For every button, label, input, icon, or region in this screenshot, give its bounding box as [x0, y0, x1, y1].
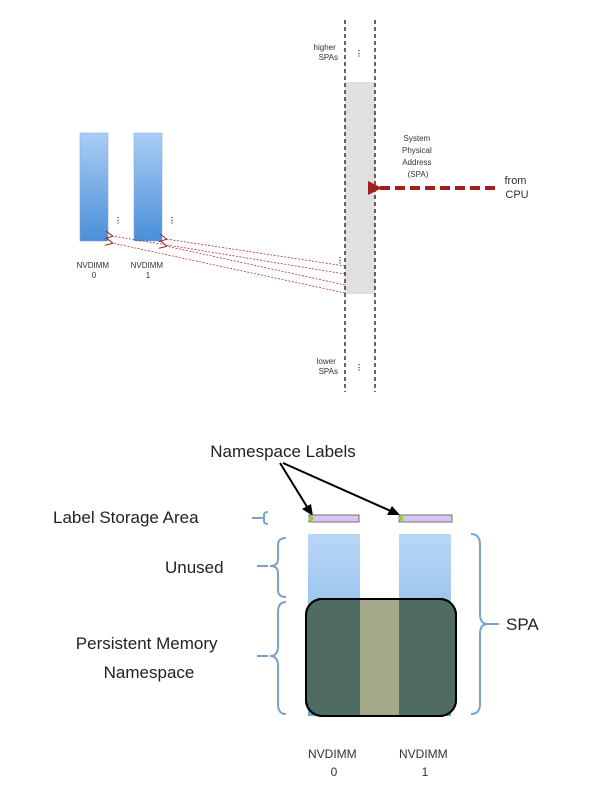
lower-spas-label: lower SPAs: [317, 357, 338, 376]
mapping-arrow: [112, 236, 346, 275]
higher-spas-ellipsis: ⋮: [355, 49, 363, 58]
from-cpu-label: from CPU: [504, 175, 529, 201]
persistent-memory-namespace-label: Persistent Memory Namespace: [76, 634, 222, 682]
spa-description: System Physical Address (SPA): [402, 134, 434, 179]
namespace-label-arrow-right: [282, 462, 394, 513]
label-dot: [308, 516, 314, 521]
namespace-label-0: [308, 514, 360, 523]
arrowhead: [387, 506, 400, 515]
namespace-gap: [360, 600, 399, 715]
nvdimm-1-ellipsis: ⋮: [168, 216, 176, 225]
nvdimm-1-bottom-label: NVDIMM 1: [399, 747, 451, 779]
top-diagram: higher SPAs ⋮ ⋮ lower SPAs ⋮ System Phys…: [77, 20, 529, 392]
namespace-outline: [305, 598, 457, 717]
nvdimm-0-ellipsis: ⋮: [114, 216, 122, 225]
bottom-diagram: Namespace Labels Label Storage Area Unus…: [53, 442, 539, 779]
nvdimm-0-bottom-label: NVDIMM 0: [308, 747, 360, 779]
nvdimm-0-top-label: NVDIMM 0: [77, 261, 112, 280]
spa-label: SPA: [506, 615, 539, 634]
spa-bracket: [470, 533, 499, 715]
mapping-arrow: [112, 243, 346, 294]
namespace-bracket: [257, 601, 287, 715]
lower-spas-ellipsis: ⋮: [355, 363, 363, 372]
mapping-arrow: [166, 246, 346, 286]
label-dot: [398, 516, 404, 521]
namespace-label-1: [398, 514, 453, 523]
higher-spas-label: higher SPAs: [314, 43, 338, 62]
spa-range: [345, 82, 375, 294]
label-storage-bracket: [252, 511, 269, 525]
unused-bracket: [257, 537, 287, 598]
label-storage-area-label: Label Storage Area: [53, 508, 199, 527]
unused-label: Unused: [165, 558, 224, 577]
namespace-label-arrow-left: [279, 462, 310, 511]
mapping-arrow: [166, 239, 346, 267]
nvdimm-1-top-label: NVDIMM 1: [131, 261, 166, 280]
nvdimm-1-top: [133, 132, 163, 242]
spa-ellipsis: ⋮: [336, 256, 344, 265]
arrowhead: [302, 504, 313, 516]
nvdimm-0-top: [79, 132, 109, 242]
namespace-labels-label: Namespace Labels: [210, 442, 356, 461]
